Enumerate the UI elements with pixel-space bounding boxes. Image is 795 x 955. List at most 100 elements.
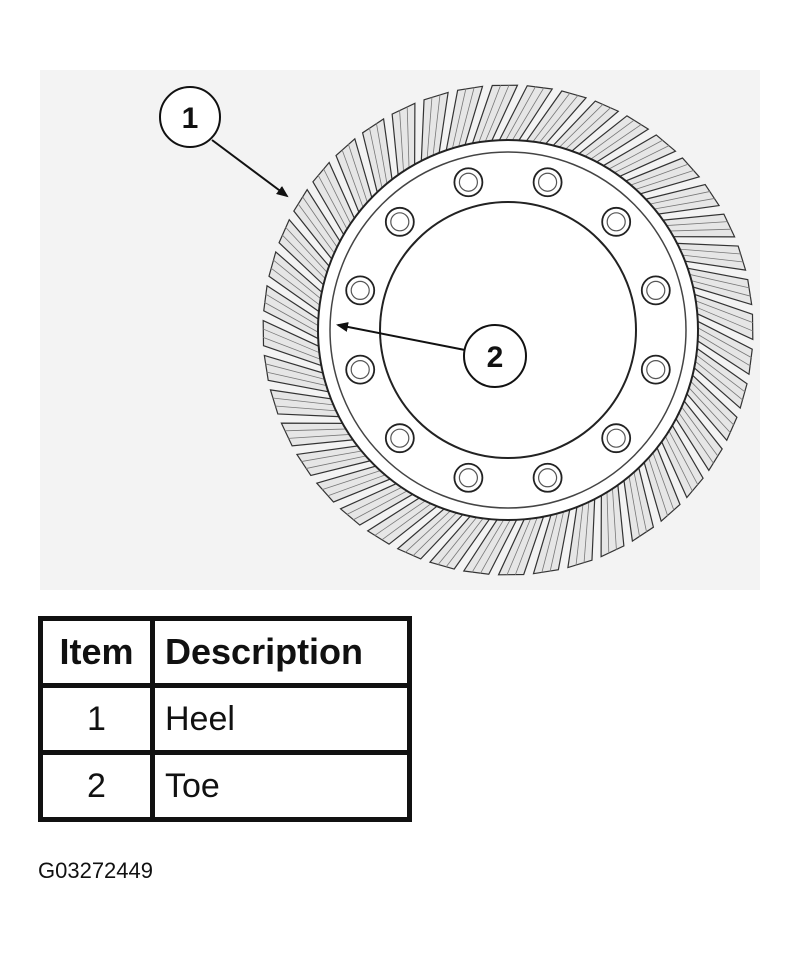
gear-tooth-hatch bbox=[285, 226, 329, 275]
table-row: 1 Heel bbox=[38, 683, 412, 755]
gear-tooth-hatch bbox=[317, 174, 349, 232]
gear-tooth-hatch bbox=[270, 267, 322, 307]
callout-2-circle bbox=[463, 324, 527, 388]
gear-tooth-hatch bbox=[695, 332, 751, 367]
gear-tooth-hatch bbox=[437, 515, 479, 566]
gear-tooth-hatch bbox=[369, 127, 383, 191]
bolt-hole bbox=[601, 423, 632, 454]
table-row: 2 Toe bbox=[38, 750, 412, 822]
gear-tooth-hatch bbox=[265, 293, 321, 328]
legend-header-description: Description bbox=[150, 616, 412, 688]
gear-tooth-hatch bbox=[347, 144, 369, 205]
gear-tooth-hatch bbox=[374, 499, 428, 536]
gear-tooth-hatch bbox=[583, 499, 590, 563]
gear-tooth-hatch bbox=[680, 254, 744, 263]
gear-tooth-hatch bbox=[406, 106, 410, 171]
bolt-hole bbox=[532, 167, 563, 198]
bolt-hole-inner bbox=[606, 212, 626, 232]
bolt-hole-inner bbox=[390, 212, 410, 232]
gear-tooth-hatch bbox=[612, 145, 670, 174]
gear-tooth-hatch bbox=[549, 509, 565, 572]
gear-tooth-hatch bbox=[327, 473, 388, 497]
bolt-hole bbox=[345, 275, 376, 306]
gear-tooth-hatch bbox=[514, 515, 539, 576]
gear-tooth-hatch bbox=[687, 385, 731, 434]
ring-gear-diagram: 1 2 bbox=[159, 84, 754, 576]
gear-tooth-hatch bbox=[510, 87, 545, 143]
legend-item-description: Toe bbox=[150, 750, 412, 822]
gear-tooth-hatch bbox=[457, 87, 475, 149]
gear-tooth-hatch bbox=[297, 203, 336, 256]
gear-tooth-hatch bbox=[264, 302, 321, 334]
gear-tooth-hatch bbox=[677, 410, 714, 464]
legend-item-number: 1 bbox=[38, 683, 155, 755]
gear-tooth-hatch bbox=[606, 489, 610, 554]
gear-tooth-hatch bbox=[628, 474, 640, 537]
bolt-hole bbox=[640, 354, 671, 385]
gear-tooth-hatch bbox=[275, 405, 339, 412]
figure-id: G03272449 bbox=[38, 858, 153, 883]
gear-tooth-hatch bbox=[664, 221, 728, 227]
gear-teeth bbox=[262, 84, 754, 576]
gear-tooth-hatch bbox=[606, 139, 664, 171]
gear-tooth-hatch bbox=[688, 379, 735, 426]
gear-tooth-hatch bbox=[694, 306, 754, 332]
gear-tooth-hatch bbox=[506, 516, 532, 576]
bolt-hole-inner bbox=[458, 468, 479, 488]
gear-tooth-hatch bbox=[451, 88, 467, 151]
bolt-hole-inner bbox=[646, 359, 666, 380]
gear-tooth-hatch bbox=[695, 326, 752, 358]
gear-tooth-hatch bbox=[484, 84, 510, 144]
gear-tooth-hatch bbox=[266, 371, 329, 387]
gear-tooth-hatch bbox=[322, 469, 383, 491]
gear-tooth-hatch bbox=[432, 94, 441, 158]
legend-header-item: Item bbox=[38, 616, 155, 688]
gear-tooth-hatch bbox=[352, 489, 410, 521]
gear-tooth-hatch bbox=[412, 510, 459, 557]
bolt-hole-inner bbox=[458, 172, 479, 192]
gear-tooth-hatch bbox=[693, 359, 744, 401]
gear-tooth-hatch bbox=[541, 511, 559, 573]
legend-item-number: 2 bbox=[38, 750, 155, 822]
gear-tooth-hatch bbox=[647, 455, 669, 516]
gear-tooth-hatch bbox=[305, 455, 369, 469]
legend-header-row: Item Description bbox=[38, 616, 412, 688]
gear-tooth-hatch bbox=[667, 428, 699, 486]
gear-tooth-hatch bbox=[694, 353, 746, 393]
gear-tooth-hatch bbox=[611, 486, 617, 550]
bolt-holes bbox=[345, 167, 671, 493]
bolt-hole bbox=[453, 167, 484, 198]
bolt-hole-inner bbox=[350, 359, 370, 380]
gear-tooth-hatch bbox=[664, 434, 693, 492]
callout-1-label: 1 bbox=[182, 102, 199, 135]
gear-tooth-hatch bbox=[628, 163, 689, 187]
gear-inner-rim bbox=[329, 151, 687, 509]
callout-2-label: 2 bbox=[487, 341, 504, 374]
gear-tooth-hatch bbox=[633, 169, 694, 191]
gear-tooth-hatch bbox=[480, 517, 512, 574]
gear-tooth-hatch bbox=[504, 86, 536, 143]
gear-tooth-hatch bbox=[262, 328, 322, 354]
toe-leader-line bbox=[336, 322, 466, 351]
gear-tooth-hatch bbox=[272, 397, 336, 406]
bolt-hole bbox=[532, 462, 563, 493]
gear-tooth-hatch bbox=[262, 336, 323, 361]
gear-tooth-hatch bbox=[680, 404, 719, 457]
gear-tooth-hatch bbox=[346, 486, 404, 515]
bolt-hole-inner bbox=[537, 468, 558, 488]
legend-table: Item Description 1 Heel 2 Toe bbox=[38, 616, 412, 822]
gear-tooth-hatch bbox=[301, 450, 364, 462]
bolt-hole-inner bbox=[390, 428, 410, 448]
bolt-hole bbox=[384, 206, 415, 237]
gear-tooth-hatch bbox=[426, 97, 433, 161]
gear-tooth-hatch bbox=[477, 84, 502, 145]
heel-leader-line bbox=[211, 139, 289, 198]
gear-tooth-hatch bbox=[689, 279, 751, 297]
gear-tooth-hatch bbox=[284, 428, 349, 432]
gear-tooth-hatch bbox=[588, 124, 642, 161]
gear-tooth-hatch bbox=[563, 107, 612, 151]
gear-tooth-hatch bbox=[693, 299, 754, 324]
gear-tooth-hatch bbox=[557, 103, 604, 150]
gear-tooth-hatch bbox=[471, 517, 506, 573]
gear-tooth-hatch bbox=[288, 433, 352, 439]
